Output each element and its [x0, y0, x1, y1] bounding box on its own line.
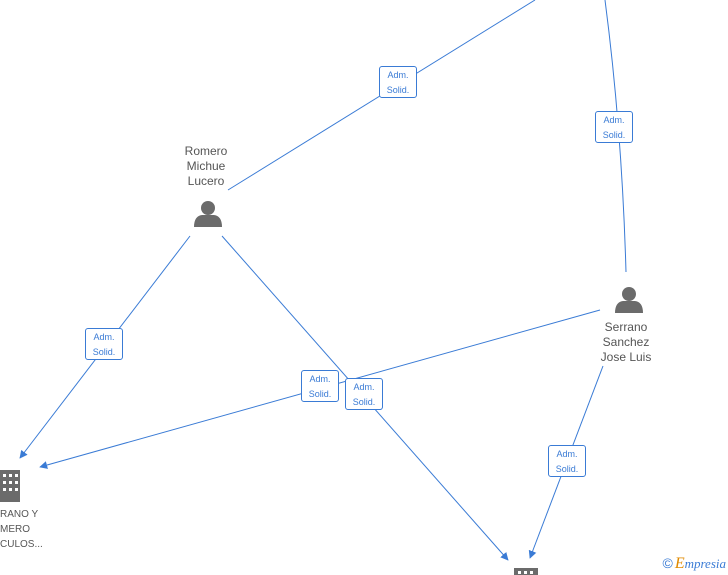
edge-tag-romero-company-left[interactable]: Adm. Solid. — [85, 328, 123, 360]
building-icon-left[interactable] — [0, 470, 20, 502]
edge-tag-line: Adm. — [603, 115, 625, 125]
empresia-watermark: ©Empresia — [662, 555, 726, 573]
edge-tag-romero-top[interactable]: Adm. Solid. — [379, 66, 417, 98]
edge-tag-line: Solid. — [602, 130, 626, 140]
edge-tag-line: Adm. — [309, 374, 331, 384]
person-label-serrano[interactable]: Serrano Sanchez Jose Luis — [590, 320, 662, 365]
person-name-line: Lucero — [187, 174, 225, 188]
person-icon-romero[interactable] — [194, 201, 222, 227]
person-name-line: Romero — [184, 144, 228, 158]
company-name-line: MERO — [0, 524, 30, 535]
person-name-line: Jose Luis — [600, 350, 652, 364]
edge-tag-line: Adm. — [353, 382, 375, 392]
person-name-line: Michue — [186, 159, 226, 173]
edge-tag-line: Solid. — [555, 464, 579, 474]
edge-tag-serrano-company-bottom[interactable]: Adm. Solid. — [548, 445, 586, 477]
edge-tag-romero-company-bottom[interactable]: Adm. Solid. — [345, 378, 383, 410]
person-name-line: Sanchez — [602, 335, 650, 349]
brand-initial: E — [674, 555, 685, 572]
edge-tag-line: Adm. — [556, 449, 578, 459]
building-icon-bottom[interactable] — [514, 568, 538, 575]
edge-tag-line: Solid. — [308, 389, 332, 399]
edge-tag-serrano-top[interactable]: Adm. Solid. — [595, 111, 633, 143]
edge-tag-serrano-company-left[interactable]: Adm. Solid. — [301, 370, 339, 402]
brand-rest: mpresia — [684, 556, 726, 571]
edge-tag-line: Adm. — [93, 332, 115, 342]
company-name-line: CULOS... — [0, 539, 43, 550]
person-name-line: Serrano — [604, 320, 648, 334]
edge-tag-line: Solid. — [352, 397, 376, 407]
copyright-icon: © — [662, 555, 673, 571]
company-label-left[interactable]: RANO Y MERO CULOS... — [0, 507, 44, 552]
edge-tag-line: Solid. — [386, 85, 410, 95]
person-icon-serrano[interactable] — [615, 287, 643, 313]
company-name-line: RANO Y — [0, 509, 39, 520]
person-label-romero[interactable]: Romero Michue Lucero — [170, 144, 242, 189]
edge-tag-line: Solid. — [92, 347, 116, 357]
edge-tag-line: Adm. — [387, 70, 409, 80]
